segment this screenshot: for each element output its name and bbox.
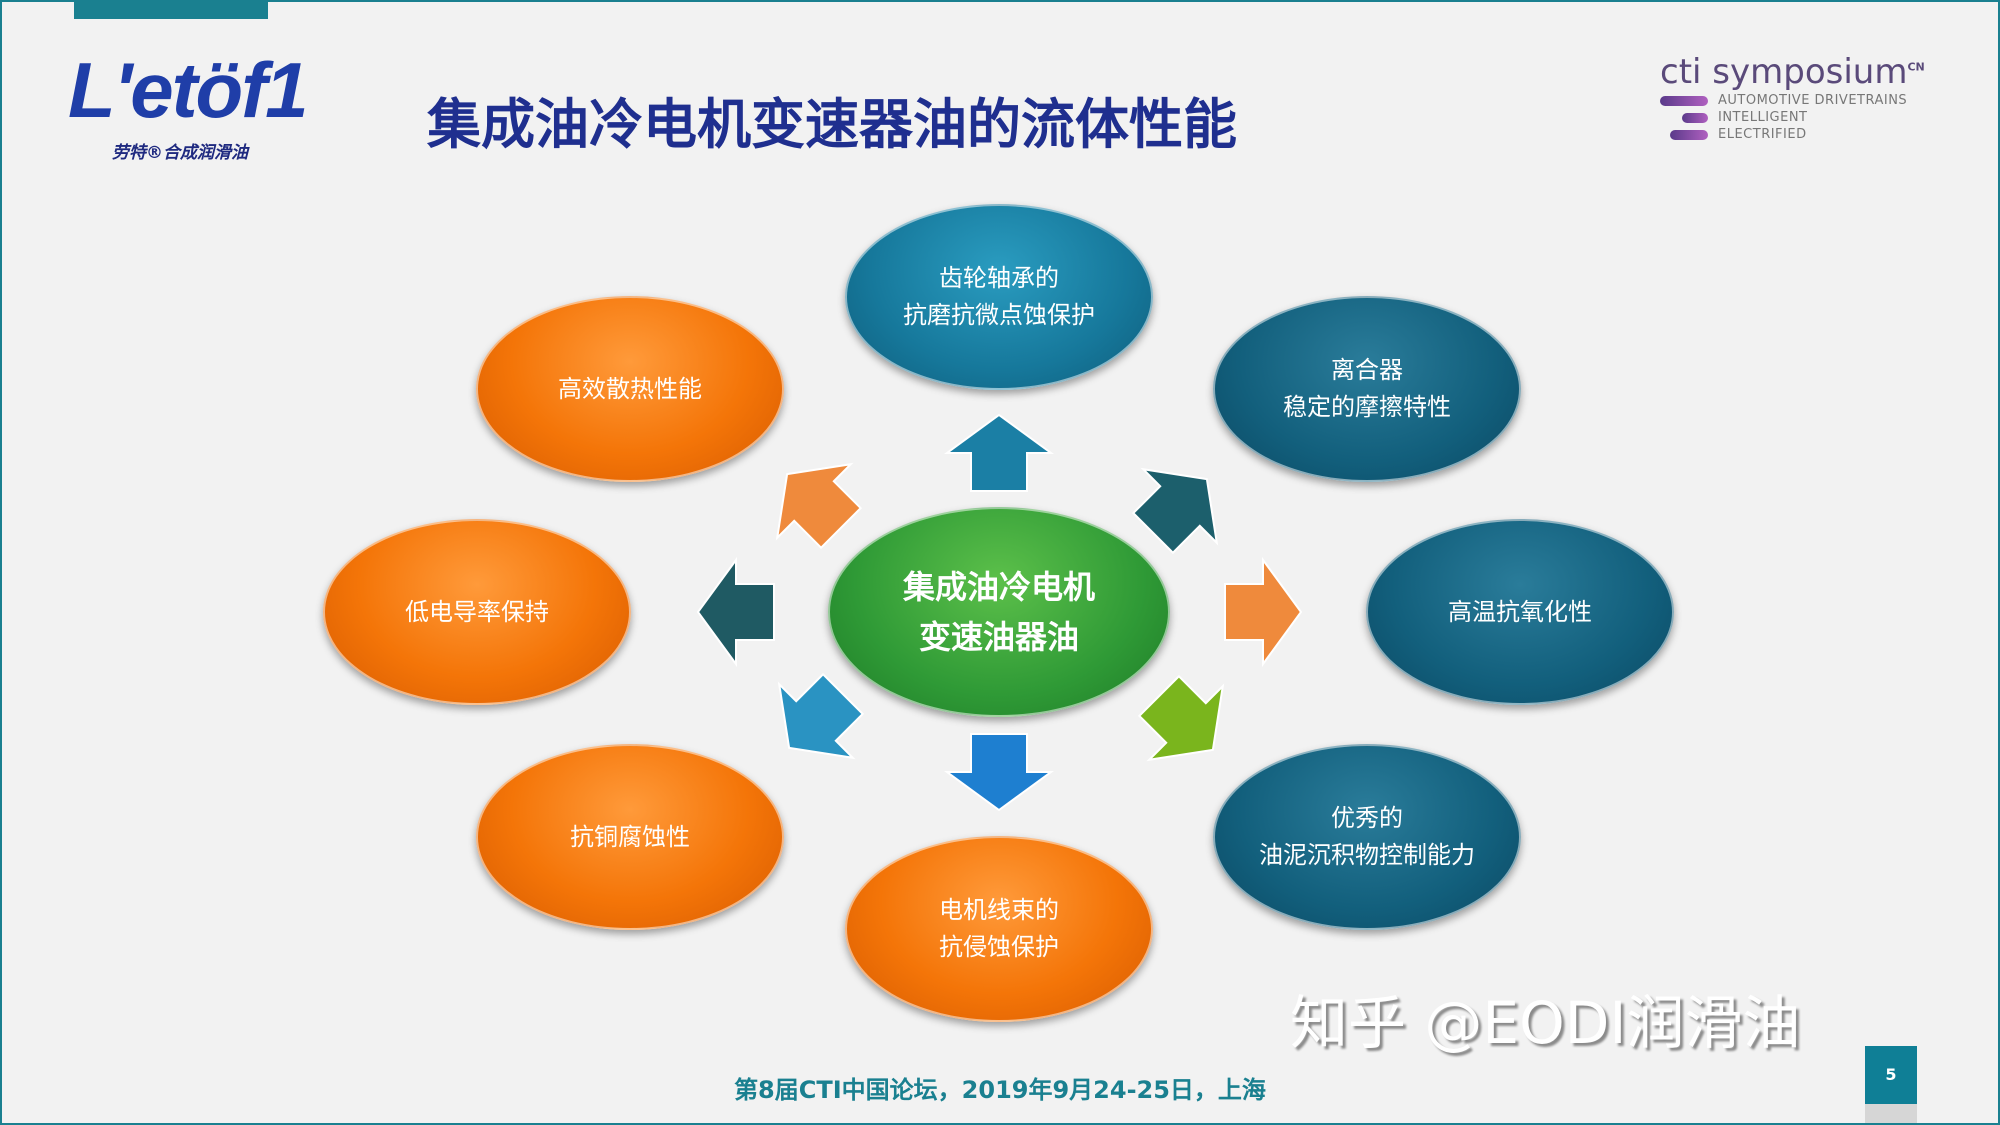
arrow-bottom-right bbox=[1121, 658, 1251, 788]
page-number: 5 bbox=[1865, 1046, 1917, 1104]
cti-symposium-logo: cti symposiumCN AUTOMOTIVE DRIVETRAINS I… bbox=[1660, 52, 1960, 162]
cti-name: cti symposium bbox=[1660, 52, 1908, 92]
arrow-left bbox=[697, 559, 775, 665]
arrow-top bbox=[946, 414, 1052, 492]
node-bottom: 电机线束的抗侵蚀保护 bbox=[845, 836, 1153, 1022]
node-bottom-right: 优秀的油泥沉积物控制能力 bbox=[1213, 744, 1521, 930]
cti-line-1: AUTOMOTIVE DRIVETRAINS bbox=[1718, 93, 1908, 108]
logo-brand: L'etöf1 bbox=[68, 46, 309, 134]
arrow-top-left bbox=[749, 436, 879, 566]
node-bottom-left: 抗铜腐蚀性 bbox=[476, 744, 784, 930]
watermark: 知乎 @EODI润滑油 bbox=[1290, 989, 1801, 1057]
cti-line-2: INTELLIGENT bbox=[1718, 110, 1808, 125]
center-node: 集成油冷电机变速油器油 bbox=[828, 507, 1170, 717]
logo-subtitle: 劳特®合成润滑油 bbox=[112, 143, 248, 163]
node-top-left: 高效散热性能 bbox=[476, 296, 784, 482]
node-left: 低电导率保持 bbox=[323, 519, 631, 705]
arrow-right bbox=[1224, 559, 1302, 665]
page-number-underbar bbox=[1865, 1104, 1917, 1123]
top-accent-bar bbox=[74, 0, 268, 19]
node-right: 高温抗氧化性 bbox=[1366, 519, 1674, 705]
node-top-right: 离合器稳定的摩擦特性 bbox=[1213, 296, 1521, 482]
arrow-bottom-left bbox=[751, 656, 881, 786]
page-title: 集成油冷电机变速器油的流体性能 bbox=[427, 93, 1237, 156]
cti-superscript: CN bbox=[1907, 60, 1925, 74]
footer-text: 第8届CTI中国论坛，2019年9月24-25日，上海 bbox=[734, 1076, 1266, 1104]
node-top: 齿轮轴承的抗磨抗微点蚀保护 bbox=[845, 204, 1153, 390]
arrow-bottom bbox=[946, 733, 1052, 811]
letof1-logo: L'etöf1 劳特®合成润滑油 bbox=[68, 50, 378, 170]
cti-line-3: ELECTRIFIED bbox=[1718, 127, 1807, 142]
